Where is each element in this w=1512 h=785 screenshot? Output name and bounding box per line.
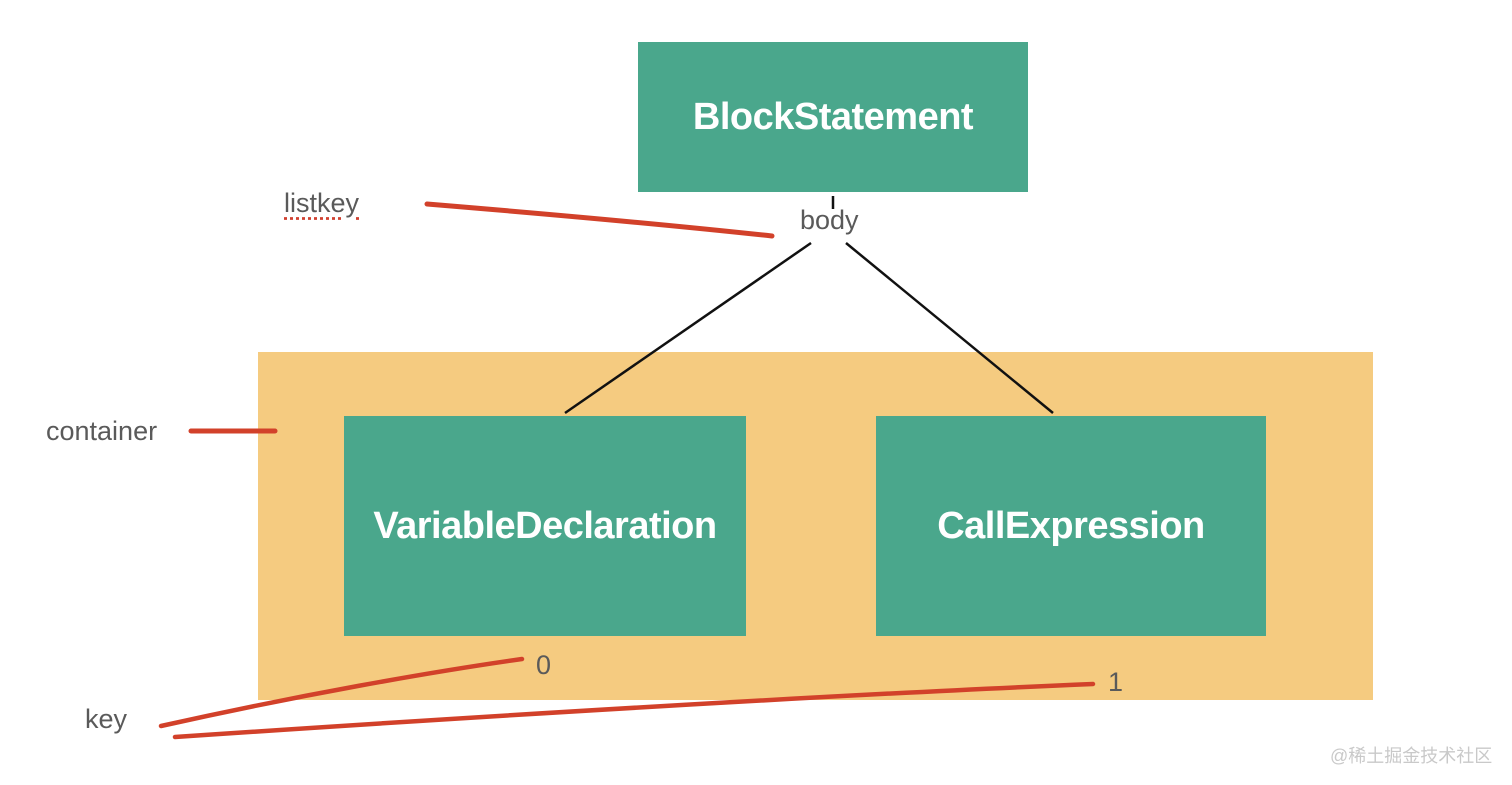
node-call-expression: CallExpression: [876, 416, 1266, 636]
node-block-statement: BlockStatement: [638, 42, 1028, 192]
watermark: @稀土掘金技术社区: [1330, 746, 1493, 766]
annotation-key: key: [85, 704, 128, 734]
annotation-listkey: listkey: [284, 188, 360, 218]
node-variable-declaration-label: VariableDeclaration: [373, 504, 717, 547]
index-label-0: 0: [536, 650, 552, 680]
annotation-container: container: [46, 416, 158, 446]
node-block-statement-label: BlockStatement: [692, 95, 974, 138]
annotation-stroke-listkey: [424, 201, 775, 239]
index-label-1: 1: [1108, 667, 1124, 697]
edge-label-body: body: [800, 205, 859, 235]
node-call-expression-label: CallExpression: [937, 504, 1205, 547]
node-variable-declaration: VariableDeclaration: [344, 416, 746, 636]
